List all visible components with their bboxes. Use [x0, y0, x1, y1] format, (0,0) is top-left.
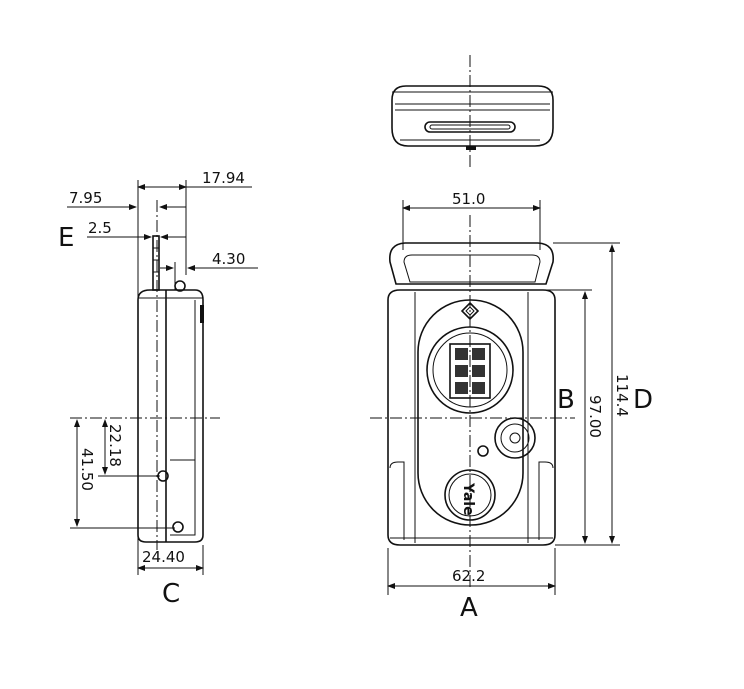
top-view	[391, 55, 554, 168]
label-d: D	[633, 385, 653, 415]
dim-2-5: 2.5	[88, 219, 112, 237]
dim-22-18: 22.18	[106, 424, 124, 467]
dim-17-94: 17.94	[202, 169, 245, 187]
dim-51-0: 51.0	[452, 190, 485, 208]
dim-97-00: 97.00	[586, 395, 604, 438]
combination-dials	[455, 348, 485, 394]
side-view	[70, 200, 220, 550]
front-dimensions: 51.0 62.2 A 97.00 B 114.4 D	[387, 190, 653, 623]
label-e: E	[58, 223, 74, 253]
front-view: Yale	[370, 215, 575, 590]
dim-24-40: 24.40	[142, 548, 185, 566]
dim-114-4: 114.4	[613, 374, 631, 417]
dim-7-95: 7.95	[69, 189, 102, 207]
dim-4-30: 4.30	[212, 250, 245, 268]
label-a: A	[460, 593, 478, 623]
side-dimensions: 17.94 7.95 E 2.5 4.30 22.18 41.50 24.40 …	[58, 169, 258, 609]
dim-62-2: 62.2	[452, 567, 485, 585]
label-b: B	[557, 385, 575, 415]
label-c: C	[162, 579, 180, 609]
dim-41-50: 41.50	[78, 448, 96, 491]
logo-text: Yale	[460, 482, 476, 516]
